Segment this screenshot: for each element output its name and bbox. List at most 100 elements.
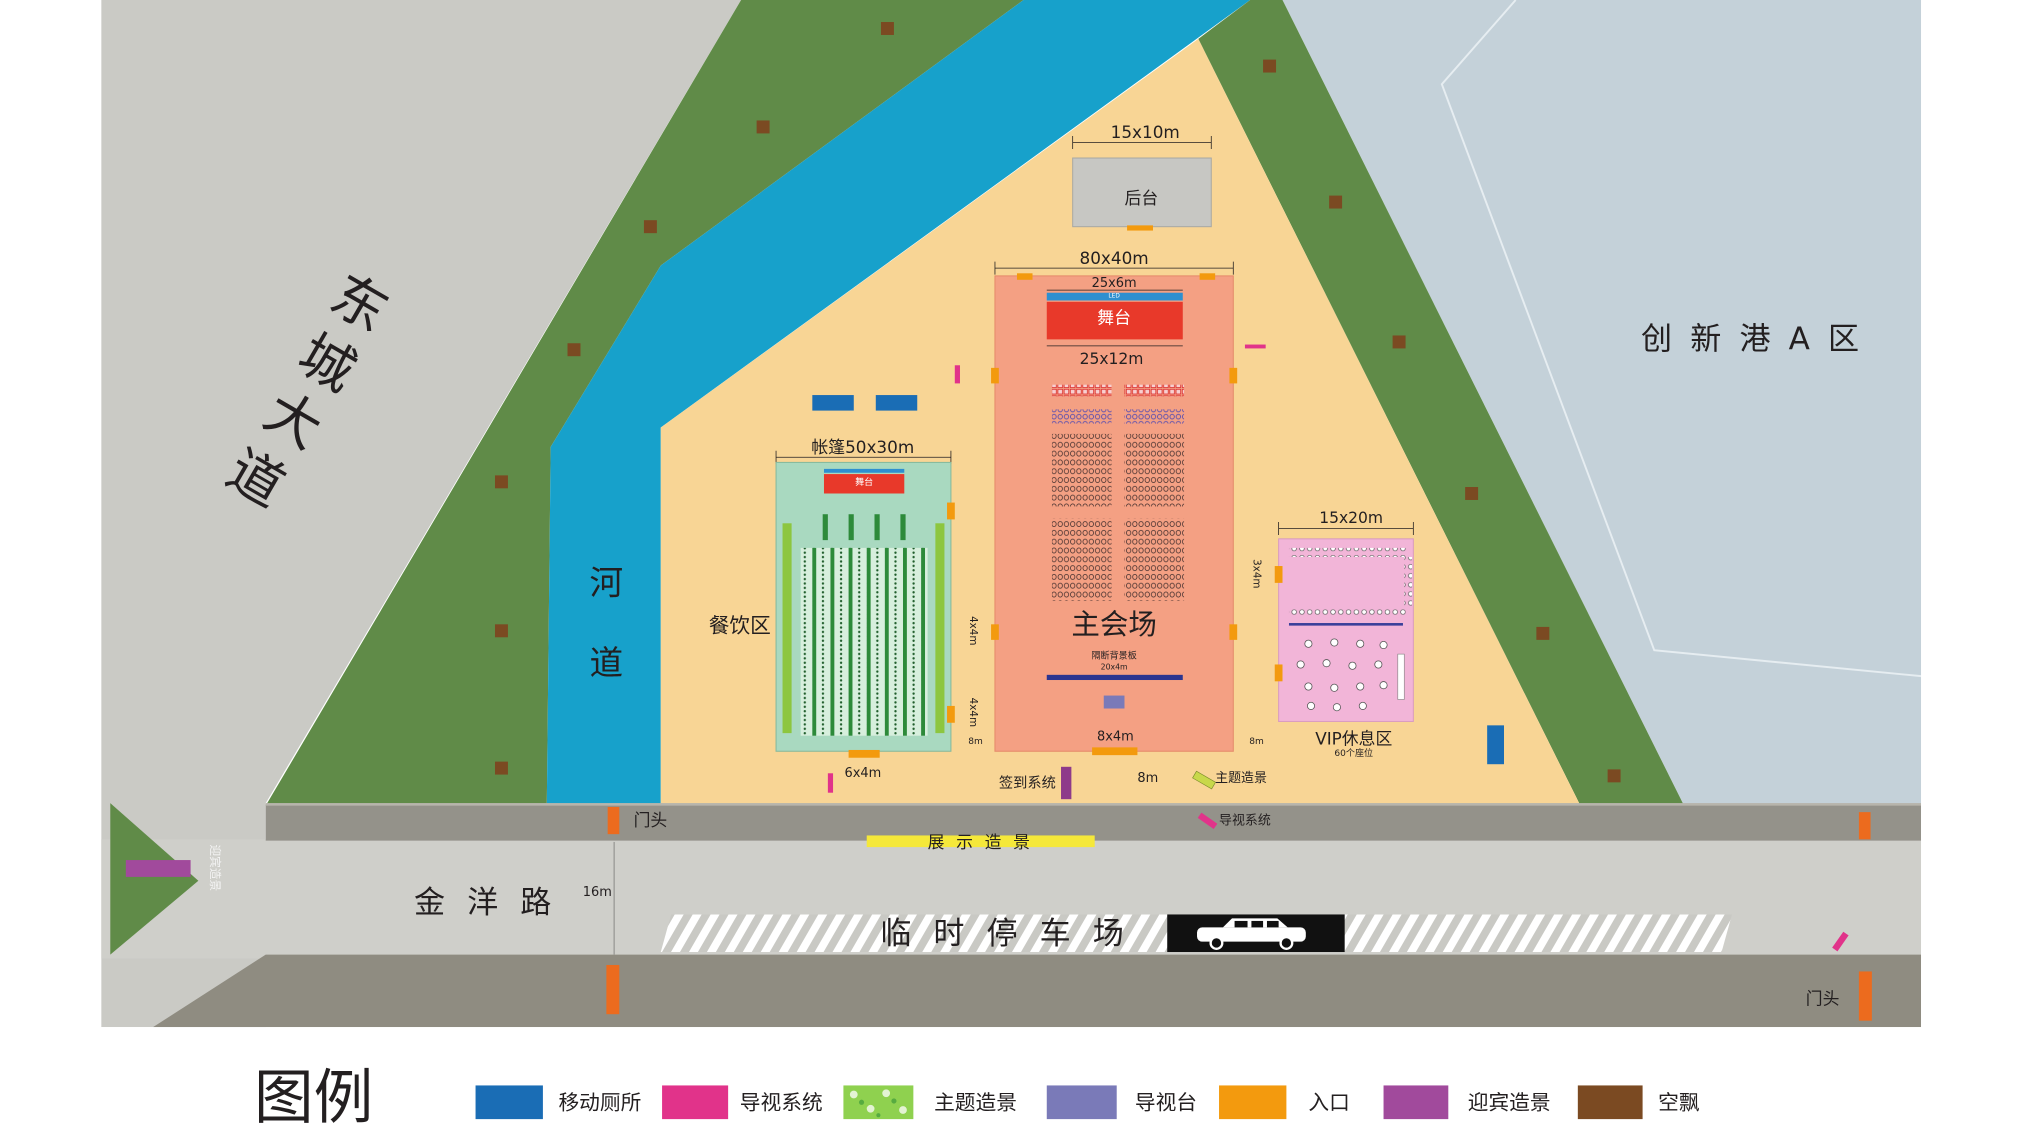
buffet-counter — [935, 523, 945, 734]
vip-table — [1330, 638, 1339, 647]
vip-sofa-column — [1404, 556, 1413, 609]
vip-table — [1306, 701, 1316, 710]
balloon-marker — [1329, 195, 1343, 209]
buffet-counter — [782, 523, 792, 734]
tent-long-table — [848, 547, 853, 736]
entrance-marker — [848, 749, 880, 758]
vip-table — [1374, 660, 1383, 669]
car-icon — [1197, 918, 1306, 950]
vip-table — [1304, 682, 1313, 691]
tent-side-entrance-size: 4x4m — [967, 616, 979, 645]
signage-marker — [954, 365, 960, 384]
audience-seat-block — [1051, 518, 1112, 602]
legend-swatch-welcome-scene — [1383, 1085, 1449, 1120]
vip-label: VIP休息区 — [1315, 728, 1392, 748]
legend-swatch-guide-desk — [1046, 1085, 1117, 1120]
signage-marker — [827, 773, 834, 793]
leaf-dot — [891, 1098, 897, 1104]
entrance-marker — [1229, 624, 1238, 640]
welcome-scene-label: 迎宾造景 — [208, 845, 222, 892]
legend-label-signage: 导视系统 — [740, 1090, 823, 1114]
led-size: 25x6m — [1092, 276, 1137, 291]
tent-long-table — [830, 547, 835, 736]
vip-entrance-size: 3x4m — [1251, 559, 1263, 588]
balloon-marker — [880, 22, 894, 35]
tent-long-table — [866, 547, 871, 736]
led-screen — [1046, 292, 1183, 301]
mobile-toilet — [1487, 725, 1504, 765]
main-hall-seating — [1051, 384, 1185, 602]
tent-table — [848, 514, 854, 541]
tent-long-table — [902, 547, 907, 736]
backstage-size: 15x10m — [1111, 122, 1180, 142]
vip-table — [1332, 703, 1341, 712]
balloon-marker — [1392, 335, 1406, 349]
balloon-markers — [494, 22, 1621, 783]
vip-table — [1330, 683, 1339, 692]
audience-seat-block — [1124, 433, 1185, 507]
main-entrance-size: 8x4m — [1097, 730, 1134, 745]
vip-seat-count: 60个座位 — [1334, 747, 1373, 759]
car-window — [1251, 920, 1264, 928]
legend-label-guide-desk: 导视台 — [1135, 1090, 1197, 1114]
lower-road — [153, 954, 1922, 1028]
legend-title: 图例 — [254, 1064, 373, 1123]
backstage-dimension-line — [1072, 136, 1212, 149]
guide-desk — [1103, 695, 1125, 709]
leaf-dot — [858, 1099, 865, 1105]
legend-label-mobile-toilet: 移动厕所 — [558, 1090, 641, 1114]
dining-tent: 帐篷50x30m 舞台 — [709, 437, 983, 781]
district-label: 创新港A区 — [1641, 321, 1877, 357]
tent-stage — [823, 474, 905, 494]
district-boundary — [1440, 0, 1922, 678]
signage-marker — [1244, 344, 1266, 349]
tent-dimension-line — [775, 450, 952, 464]
entrance-marker — [991, 367, 999, 384]
entrance-marker — [1016, 273, 1033, 280]
vip-bar-counter — [1397, 653, 1405, 700]
signage-marker — [1832, 931, 1849, 952]
tent-table — [874, 514, 880, 541]
vip-gap: 8m — [1249, 737, 1264, 747]
theme-scene-label: 主题造景 — [1215, 771, 1267, 786]
balloon-marker — [643, 220, 657, 234]
vip-tables — [1296, 638, 1388, 712]
car-window — [1234, 920, 1248, 928]
partition-backdrop — [1046, 674, 1183, 681]
balloon-marker — [494, 624, 508, 638]
flower-dot — [882, 1089, 891, 1098]
guest-seat-block — [1124, 409, 1185, 424]
backstage-area — [1072, 157, 1212, 228]
tent-long-tables — [812, 547, 926, 736]
flower-dot — [866, 1104, 875, 1113]
vip-table — [1348, 661, 1357, 670]
legend-swatch-balloon — [1577, 1085, 1643, 1120]
mobile-toilet — [812, 395, 854, 411]
tent-side-entrance-size: 4x4m — [967, 698, 979, 727]
legend-label-balloon: 空飘 — [1658, 1090, 1700, 1114]
entrance-marker — [1127, 225, 1153, 231]
entrance-marker — [1274, 566, 1283, 583]
tent-stage-label: 舞台 — [855, 476, 873, 488]
left-green-belt — [265, 0, 1024, 806]
stage-area-size: 25x12m — [1080, 350, 1144, 368]
balloon-marker — [1263, 59, 1277, 73]
vip-lounge: 15x20m — [1249, 509, 1414, 759]
gate-label-left: 门头 — [634, 810, 668, 830]
vip-table — [1379, 681, 1388, 690]
vip-seat-block — [1051, 384, 1112, 397]
backdrop-size: 20x4m — [1101, 663, 1128, 672]
tent-size: 帐篷50x30m — [811, 437, 914, 457]
checkin-system — [1061, 766, 1072, 800]
district-area — [1282, 0, 1922, 806]
sidewalk-edge — [265, 803, 1922, 806]
backstage: 15x10m 后台 — [1072, 122, 1212, 231]
entrance-marker — [947, 502, 955, 520]
legend-swatch-mobile-toilet — [475, 1085, 543, 1120]
entrance-marker — [1274, 664, 1283, 682]
mobile-toilet — [875, 395, 918, 411]
welcome-scene-marker — [125, 860, 191, 877]
gate-marker — [606, 964, 620, 1015]
right-green-belt — [1198, 0, 1685, 806]
vip-sofa-row — [1288, 607, 1406, 617]
